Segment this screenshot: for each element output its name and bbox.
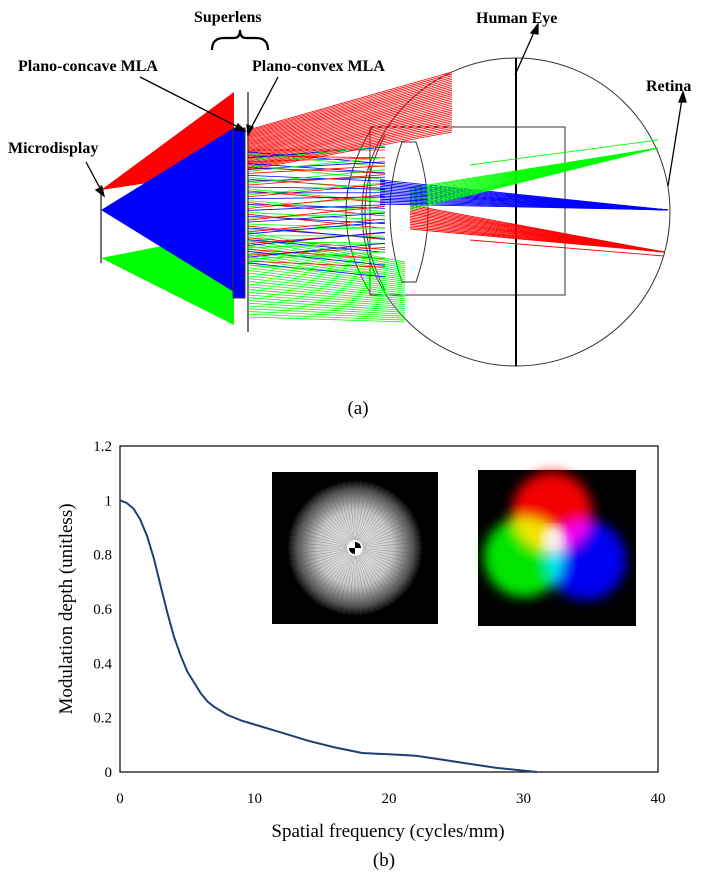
mtf-chart: 0 0.2 0.4 0.6 0.8 1 1.2 0 10 20 30 40 Modulation d… [56,439,666,871]
y-tick-labels: 0 0.2 0.4 0.6 0.8 1 1.2 [93,439,112,781]
panel-a-caption: (a) [347,398,368,419]
cornea-arc-inner [364,134,386,291]
mixed-ray-bundle [247,145,386,278]
mtf-series-line [119,499,538,773]
label-arrows [85,22,687,198]
human-eye-label: Human Eye [476,10,557,27]
y-tick-label: 0 [105,765,113,781]
y-tick-label: 0.8 [93,548,112,564]
microdisplay-label: Microdisplay [8,140,98,157]
y-tick-label: 0.6 [93,602,112,618]
optical-layout-diagram: Superlens Human Eye Plano-concave MLA Pl… [8,9,691,419]
x-tick-label: 0 [116,791,124,807]
y-tick-label: 1.2 [93,439,112,455]
x-tick-labels: 0 10 20 30 40 [116,791,665,807]
y-tick-label: 0.2 [93,711,112,727]
plano-convex-label: Plano-convex MLA [252,58,385,75]
y-axis-title: Modulation depth (unitless) [56,503,77,714]
x-tick-label: 20 [382,791,397,807]
x-tick-label: 30 [516,791,531,807]
y-tick-label: 1 [105,493,113,509]
eye-lens-body [369,126,566,296]
retina-label: Retina [646,78,691,95]
x-tick-label: 40 [651,791,666,807]
spoke-target-image [272,472,438,624]
superlens-label: Superlens [194,9,262,26]
retina-focus-rays [379,139,669,257]
plano-concave-label: Plano-concave MLA [18,58,158,75]
superlens-brace [210,29,270,51]
rgb-circles-image [478,470,636,626]
x-axis-title: Spatial frequency (cycles/mm) [271,821,504,842]
plano-concave-mla [232,127,246,299]
y-tick-label: 0.4 [93,656,112,672]
panel-b-caption: (b) [373,850,395,871]
blue-cone [101,128,234,292]
x-tick-label: 10 [247,791,262,807]
